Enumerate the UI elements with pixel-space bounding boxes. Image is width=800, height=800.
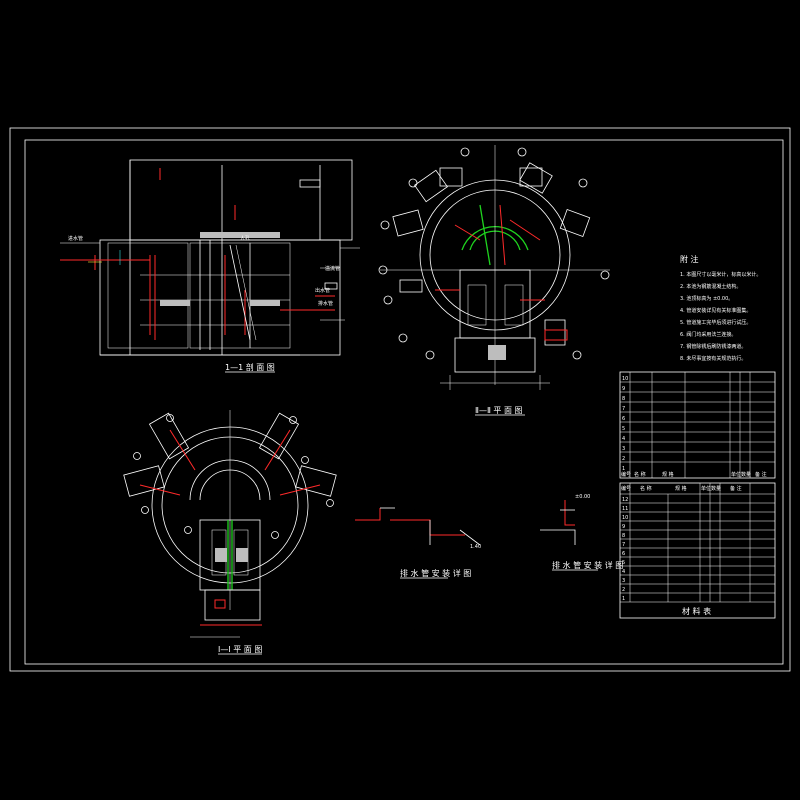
detail-right-title: 排 水 管 安 装 详 图 [552,560,623,570]
note-2: 2. 本池为钢筋混凝土结构。 [680,283,741,290]
note-4: 4. 管道安装详见有关标准图集。 [680,307,751,314]
svg-text:±0.00: ±0.00 [575,494,590,500]
table-lower-row-9: 4 [622,569,625,575]
note-7: 7. 钢管除锈后刷防锈漆两道。 [680,343,746,350]
sheet-outer-border [9,127,791,672]
plan-lower-view: Ⅰ—Ⅰ 平 面 图 [123,410,337,655]
note-5: 5. 管道施工完毕后须进行试压。 [680,319,751,326]
sheet-inner-border [24,139,784,665]
table-lower-row-4: 9 [622,524,625,530]
note-3: 3. 池顶标高为 ±0.00。 [680,295,733,302]
table-lower-row-12: 1 [622,596,625,602]
svg-text:人孔: 人孔 [240,235,250,242]
table-upper-row-1: 10 [622,376,628,382]
detail-left-title: 排 水 管 安 装 详 图 [400,568,471,578]
table-lower-h-name: 名 称 [640,485,652,492]
table-lower-h-unit: 单位 [701,485,711,492]
table-upper-h-note: 备 注 [755,471,767,478]
table-lower-h-qty: 数量 [711,485,721,492]
svg-text:排水管: 排水管 [318,300,333,307]
table-lower-row-5: 8 [622,533,625,539]
table-upper-row-5: 6 [622,416,625,422]
table-upper-row-10: 1 [622,466,625,472]
svg-text:进水管: 进水管 [68,235,83,242]
table-upper-h-name: 名 称 [634,471,646,478]
table-upper-h-unit: 单位 [731,471,741,478]
table-lower-row-7: 6 [622,551,625,557]
section-1-1-view: 排水管 出水管 进水管 溢流管 人孔 1—1 剖 面 图 [60,159,360,373]
table-upper-row-6: 5 [622,426,625,432]
material-table-lower: 12 11 10 9 8 7 6 5 4 3 2 1 编号 名 称 规 格 单位… [619,482,776,619]
svg-text:出水管: 出水管 [315,287,330,294]
table-upper-row-7: 4 [622,436,625,442]
table-upper-row-8: 3 [622,446,625,452]
plan-lower-title: Ⅰ—Ⅰ 平 面 图 [218,645,262,654]
note-8: 8. 未尽事宜按有关规范执行。 [680,355,746,362]
section-1-1-title: 1—1 剖 面 图 [225,362,275,372]
table-lower-row-1: 12 [622,497,628,503]
table-upper-h-no: 编号 [621,471,631,478]
table-lower-row-10: 3 [622,578,625,584]
table-lower-row-6: 7 [622,542,625,548]
table-upper-row-2: 9 [622,386,625,392]
table-lower-h-spec: 规 格 [675,485,687,492]
plan-upper-view: Ⅱ—Ⅱ 平 面 图 [378,145,610,416]
table-lower-h-note: 备 注 [730,485,742,492]
drain-pipe-detail-left: 1.40 排 水 管 安 装 详 图 [355,507,481,579]
drain-pipe-detail-right: ±0.00 排 水 管 安 装 详 图 [540,494,623,571]
table-lower-row-8: 5 [622,560,625,566]
table-lower-row-2: 11 [622,506,628,512]
svg-text:溢流管: 溢流管 [325,265,340,272]
svg-text:1.40: 1.40 [470,544,481,550]
table-upper-h-spec: 规 格 [662,471,674,478]
table-lower-title: 材 料 表 [682,606,711,616]
table-lower-row-3: 10 [622,515,628,521]
table-upper-row-4: 7 [622,406,625,412]
table-upper-row-3: 8 [622,396,625,402]
table-upper-h-qty: 数量 [741,471,751,478]
notes-block: 附 注 1. 本图尺寸以毫米计，标高以米计。 2. 本池为钢筋混凝土结构。 3.… [680,254,761,362]
table-upper-row-9: 2 [622,456,625,462]
table-lower-h-no: 编号 [621,485,631,492]
table-lower-row-11: 2 [622,587,625,593]
plan-upper-title: Ⅱ—Ⅱ 平 面 图 [475,406,523,415]
note-1: 1. 本图尺寸以毫米计，标高以米计。 [680,271,761,278]
note-6: 6. 阀门均采用法兰连接。 [680,331,736,338]
material-table-upper: 10 9 8 7 6 5 4 3 2 1 编号 名 称 规 格 单位 数量 备 … [619,371,776,479]
notes-heading: 附 注 [680,254,699,264]
